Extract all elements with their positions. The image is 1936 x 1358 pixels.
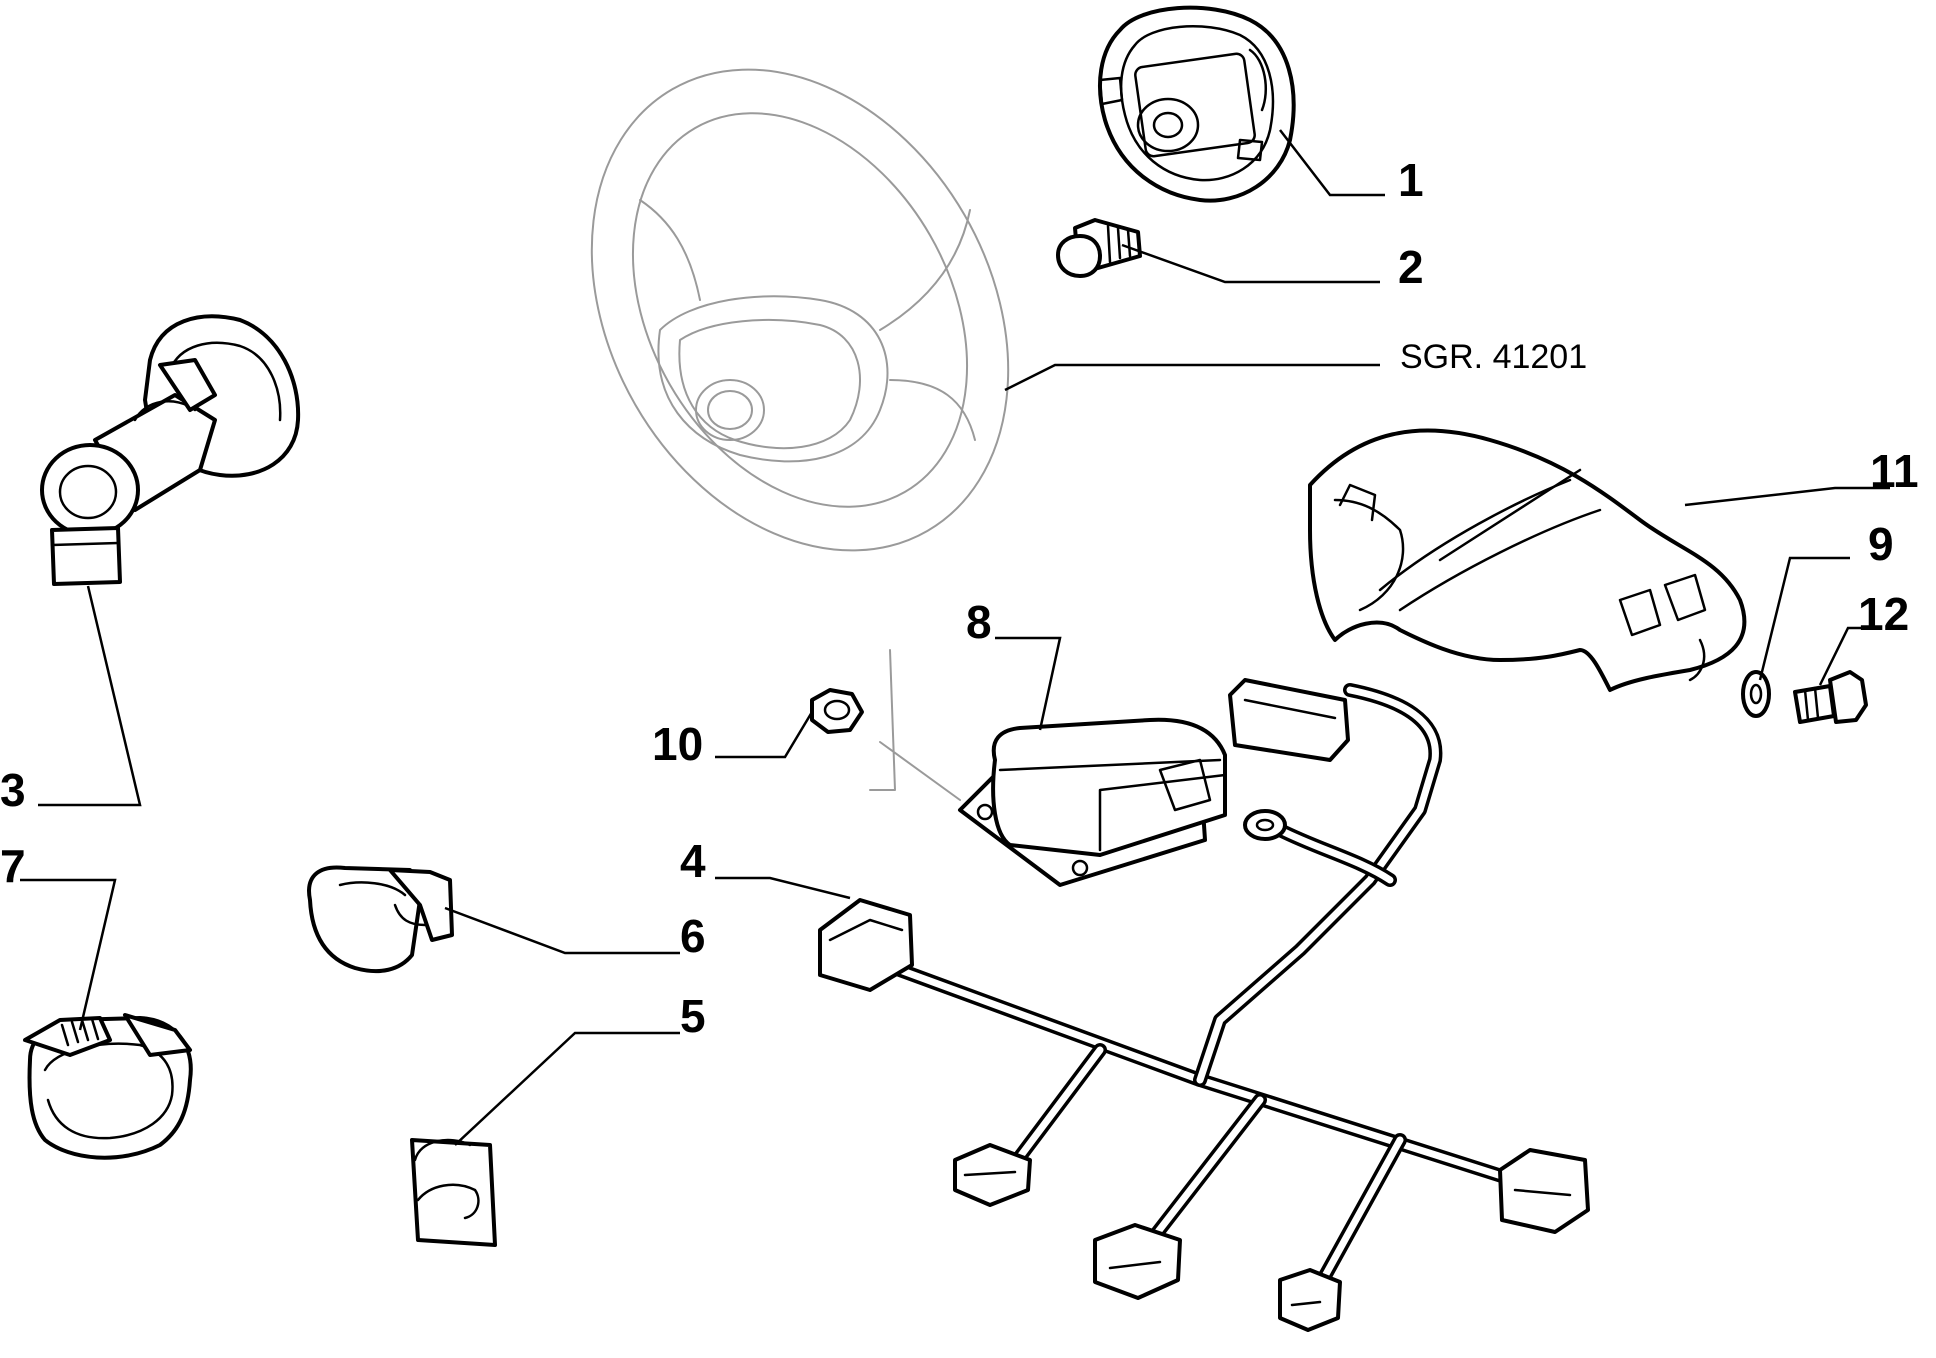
callout-5: 5 [680, 990, 706, 1042]
callout-8: 8 [966, 596, 992, 648]
callout-9: 9 [1868, 518, 1894, 570]
callout-12: 12 [1858, 588, 1909, 640]
reference-label: SGR. 41201 [1400, 338, 1587, 376]
part-screw [1056, 218, 1142, 278]
part-column-shroud [1308, 428, 1747, 692]
part-bolt [1793, 670, 1868, 724]
callout-1: 1 [1398, 154, 1424, 206]
callout-11: 11 [1870, 445, 1919, 497]
part-clock-spring [40, 314, 301, 586]
callout-7: 7 [0, 840, 26, 892]
part-airbag-module [1098, 5, 1296, 203]
part-clip [410, 1138, 497, 1247]
callout-3: 3 [0, 764, 26, 816]
part-control-unit [869, 649, 1227, 887]
steering-wheel-reference [590, 68, 1010, 552]
part-wiring-harness [818, 678, 1590, 1332]
part-cable-clip [307, 865, 454, 974]
callout-4: 4 [680, 835, 706, 887]
callout-10: 10 [652, 718, 703, 770]
callout-2: 2 [1398, 241, 1424, 293]
callout-6: 6 [680, 910, 706, 962]
part-washer [1741, 670, 1771, 718]
part-nut [810, 688, 864, 734]
part-hose-clamp [23, 1013, 193, 1160]
leader-lines [20, 129, 1890, 1146]
